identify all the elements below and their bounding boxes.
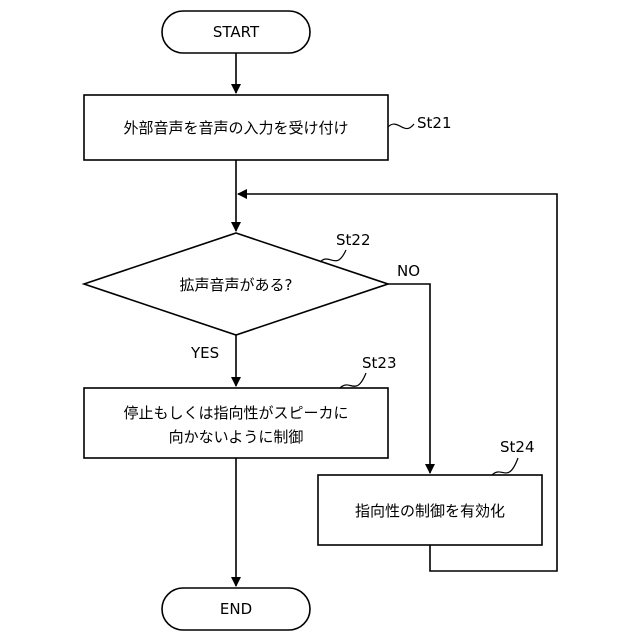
st23-text-line1: 停止もしくは指向性がスピーカに (123, 404, 348, 422)
st21-label: St21 (417, 114, 452, 132)
st24-label: St24 (500, 438, 535, 456)
st23-text-line2: 向かないように制御 (169, 428, 304, 446)
arrow-no-branch (388, 284, 430, 473)
st21-text: 外部音声を音声の入力を受け付け (123, 119, 348, 137)
no-label: NO (397, 262, 420, 280)
st23-leader-line (340, 373, 366, 388)
end-label: END (220, 600, 252, 618)
start-label: START (213, 23, 260, 41)
st23-label: St23 (362, 354, 397, 372)
st22-leader-line (320, 250, 346, 262)
st24-text: 指向性の制御を有効化 (355, 502, 505, 520)
st24-leader-line (492, 458, 518, 475)
st22-label: St22 (336, 231, 371, 249)
st22-text: 拡声音声がある? (180, 276, 293, 294)
process-box-st23 (84, 388, 388, 458)
st21-leader-line (388, 124, 414, 129)
yes-label: YES (190, 344, 219, 362)
